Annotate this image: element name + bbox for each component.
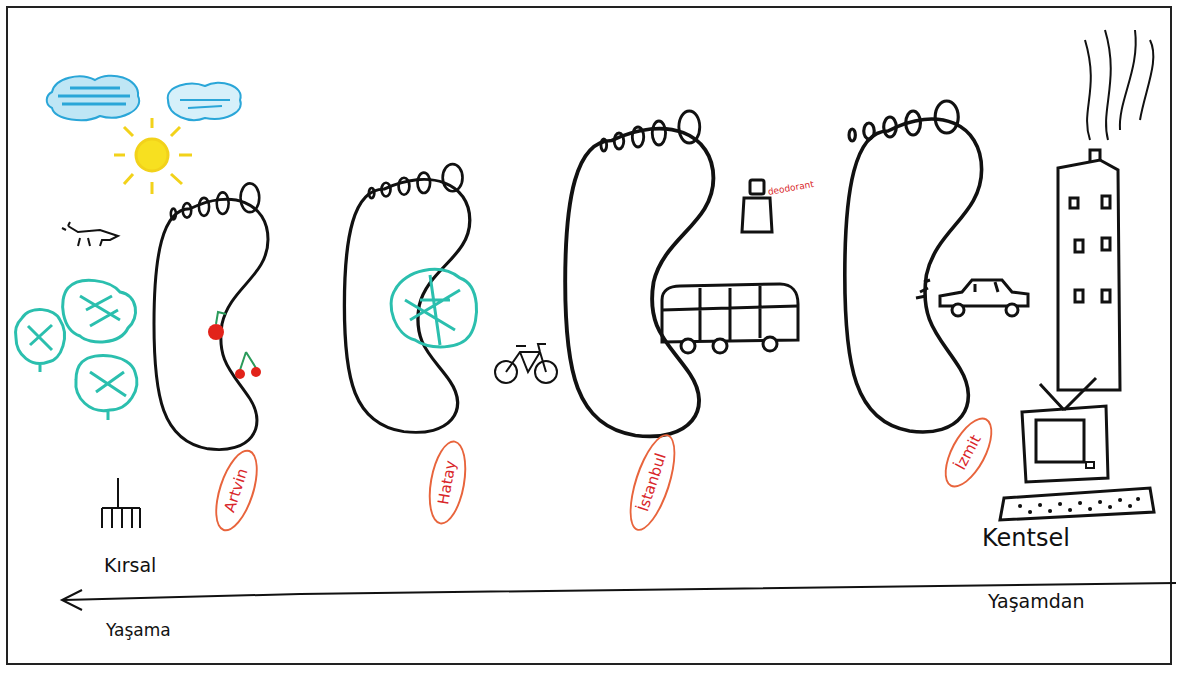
city-oval: İzmit bbox=[934, 410, 1001, 494]
trees-2 bbox=[391, 269, 476, 346]
animal bbox=[62, 222, 118, 246]
bus bbox=[662, 284, 798, 353]
building bbox=[1058, 30, 1153, 390]
footprint-2 bbox=[344, 164, 469, 432]
footprint-1 bbox=[154, 183, 268, 449]
city-oval: Artvin bbox=[206, 444, 266, 536]
rake bbox=[102, 478, 140, 528]
city-oval: İstanbul bbox=[620, 429, 684, 536]
axis-label: Kentsel bbox=[982, 526, 1070, 550]
axis-label: Yaşamdan bbox=[988, 592, 1084, 611]
cherries bbox=[208, 312, 261, 379]
city-name: İzmit bbox=[953, 432, 984, 472]
car bbox=[916, 280, 1028, 316]
timeline-arrow bbox=[62, 583, 1176, 610]
city-name: İstanbul bbox=[636, 451, 669, 513]
footprint-3 bbox=[565, 111, 713, 436]
product-label: deodorant bbox=[767, 180, 814, 197]
city-name: Artvin bbox=[222, 466, 250, 513]
clouds bbox=[47, 76, 241, 121]
computer bbox=[1000, 378, 1154, 520]
trees bbox=[15, 280, 136, 420]
sun bbox=[114, 118, 192, 194]
bicycle bbox=[495, 344, 557, 383]
axis-label: Yaşama bbox=[106, 622, 171, 639]
footprint-4 bbox=[845, 101, 982, 432]
axis-label: Kırsal bbox=[104, 556, 156, 575]
city-name: Hatay bbox=[436, 459, 458, 505]
city-oval: Hatay bbox=[422, 437, 471, 527]
